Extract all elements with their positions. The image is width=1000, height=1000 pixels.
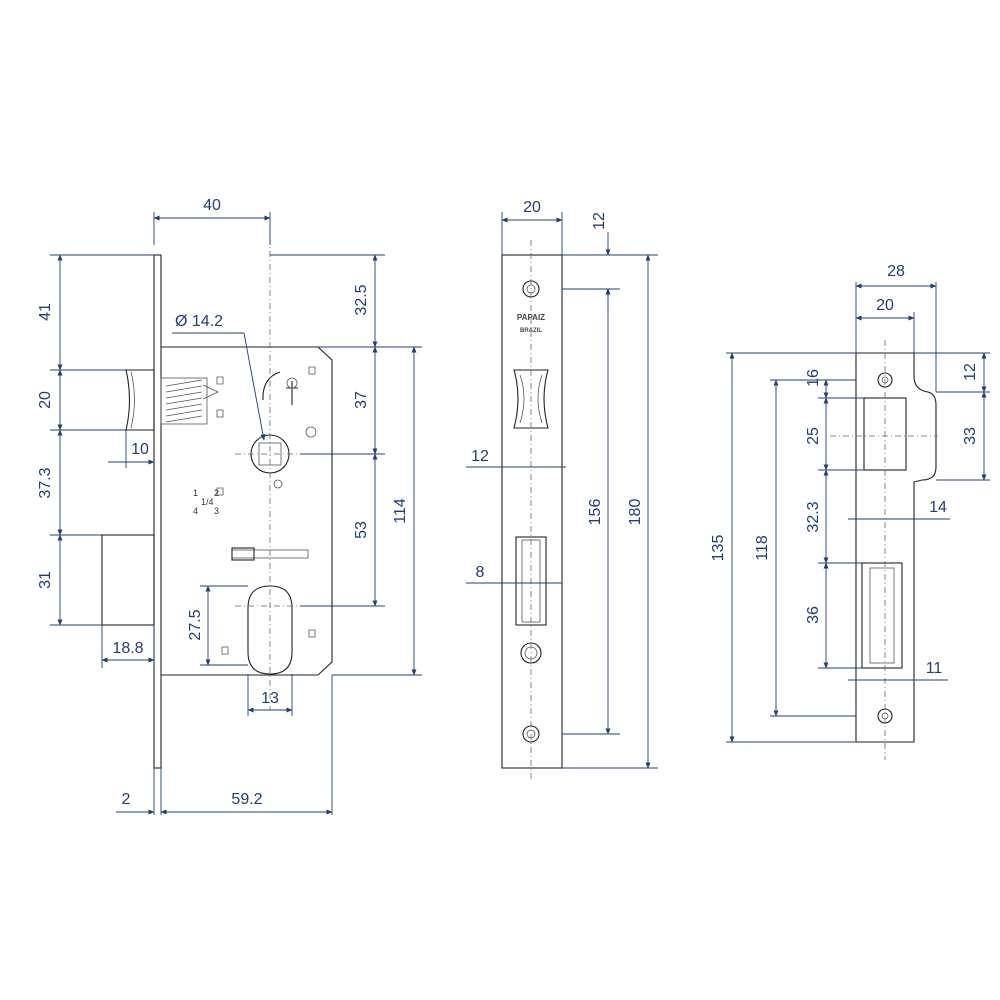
hand-mark-top-right: 2 [214, 488, 219, 498]
dim-spindle-to-cylinder: 53 [353, 521, 370, 539]
strike-bolt-opening [861, 562, 903, 669]
dim-strike-total-length: 135 [710, 535, 727, 562]
brand-label: PAPAIZ [517, 313, 545, 322]
dim-bolt-throw: 18.8 [112, 640, 143, 657]
dim-strike-bolt-height: 36 [805, 606, 822, 624]
dim-latch-throw: 10 [131, 441, 149, 458]
dim-strike-hole-spacing: 118 [754, 535, 771, 561]
dead-bolt [101, 534, 155, 626]
dim-strike-outer-width: 28 [887, 263, 905, 280]
lever-hook [262, 371, 298, 405]
dim-backset: 40 [203, 197, 221, 214]
dim-strike-tongue-width: 14 [929, 499, 947, 516]
dim-strike-between-openings: 32.3 [805, 501, 822, 532]
dim-latch-height: 20 [37, 391, 54, 409]
dim-strike-inner-width: 20 [876, 297, 894, 314]
dim-bolt-height: 31 [37, 571, 54, 589]
lock-body-view: 1 2 4 3 1/4 40 41 20 37.3 31 10 18.8 Ø 1… [37, 197, 422, 815]
dim-faceplate-width: 20 [523, 199, 541, 216]
dim-top-to-latch: 41 [37, 303, 54, 321]
latch-bolt-curve [130, 371, 135, 429]
lock-faceplate-edge [153, 254, 162, 769]
hand-mark-bottom-left: 4 [193, 506, 198, 516]
spindle-hub [250, 426, 317, 489]
dim-body-depth: 59.2 [231, 791, 262, 808]
hand-mark-top-left: 1 [193, 488, 198, 498]
dim-cylinder-width: 13 [261, 690, 279, 707]
dim-faceplate-latch-marker: 12 [471, 448, 489, 465]
dim-strike-hole-to-latch: 16 [805, 369, 822, 387]
faceplate-view: PAPAIZ BRAZIL 20 12 12 8 156 [466, 199, 658, 780]
dim-spindle-diameter: Ø 14.2 [175, 313, 223, 330]
dim-faceplate-total-length: 180 [627, 499, 644, 526]
strike-plate-outline [855, 352, 937, 743]
latch-spring [160, 377, 219, 425]
lever-pivot [286, 377, 298, 389]
body-small-parts [216, 366, 316, 655]
faceplate-bolt-opening [515, 536, 547, 626]
latch-bolt [125, 369, 155, 431]
dim-body-height: 114 [392, 498, 409, 524]
dim-strike-bolt-offset: 11 [926, 660, 943, 677]
dim-faceplate-top-to-hole: 12 [591, 212, 608, 230]
dim-faceplate-thickness: 2 [122, 791, 131, 808]
dim-latch-to-bolt: 37.3 [37, 467, 54, 498]
dim-strike-top-to-hole: 12 [962, 363, 979, 381]
cylinder-cutout [247, 585, 293, 675]
dim-strike-latch-outer: 33 [962, 427, 979, 445]
dim-faceplate-bolt-marker: 8 [476, 564, 485, 581]
dim-spindle-to-corner: 37 [353, 391, 370, 409]
strike-plate-view: 28 20 12 33 14 11 16 25 32.3 36 118 135 [710, 263, 990, 760]
faceplate-outline [501, 254, 563, 769]
faceplate-latch-opening [513, 369, 549, 429]
hand-mark-bottom-right: 3 [214, 506, 219, 516]
hand-mark-center: 1/4 [201, 497, 214, 507]
dim-cylinder-to-bottom: 27.5 [187, 609, 204, 640]
dim-strike-latch-height: 25 [805, 427, 822, 445]
dim-top-offset: 32.5 [353, 284, 370, 315]
dim-faceplate-hole-spacing: 156 [587, 499, 604, 526]
